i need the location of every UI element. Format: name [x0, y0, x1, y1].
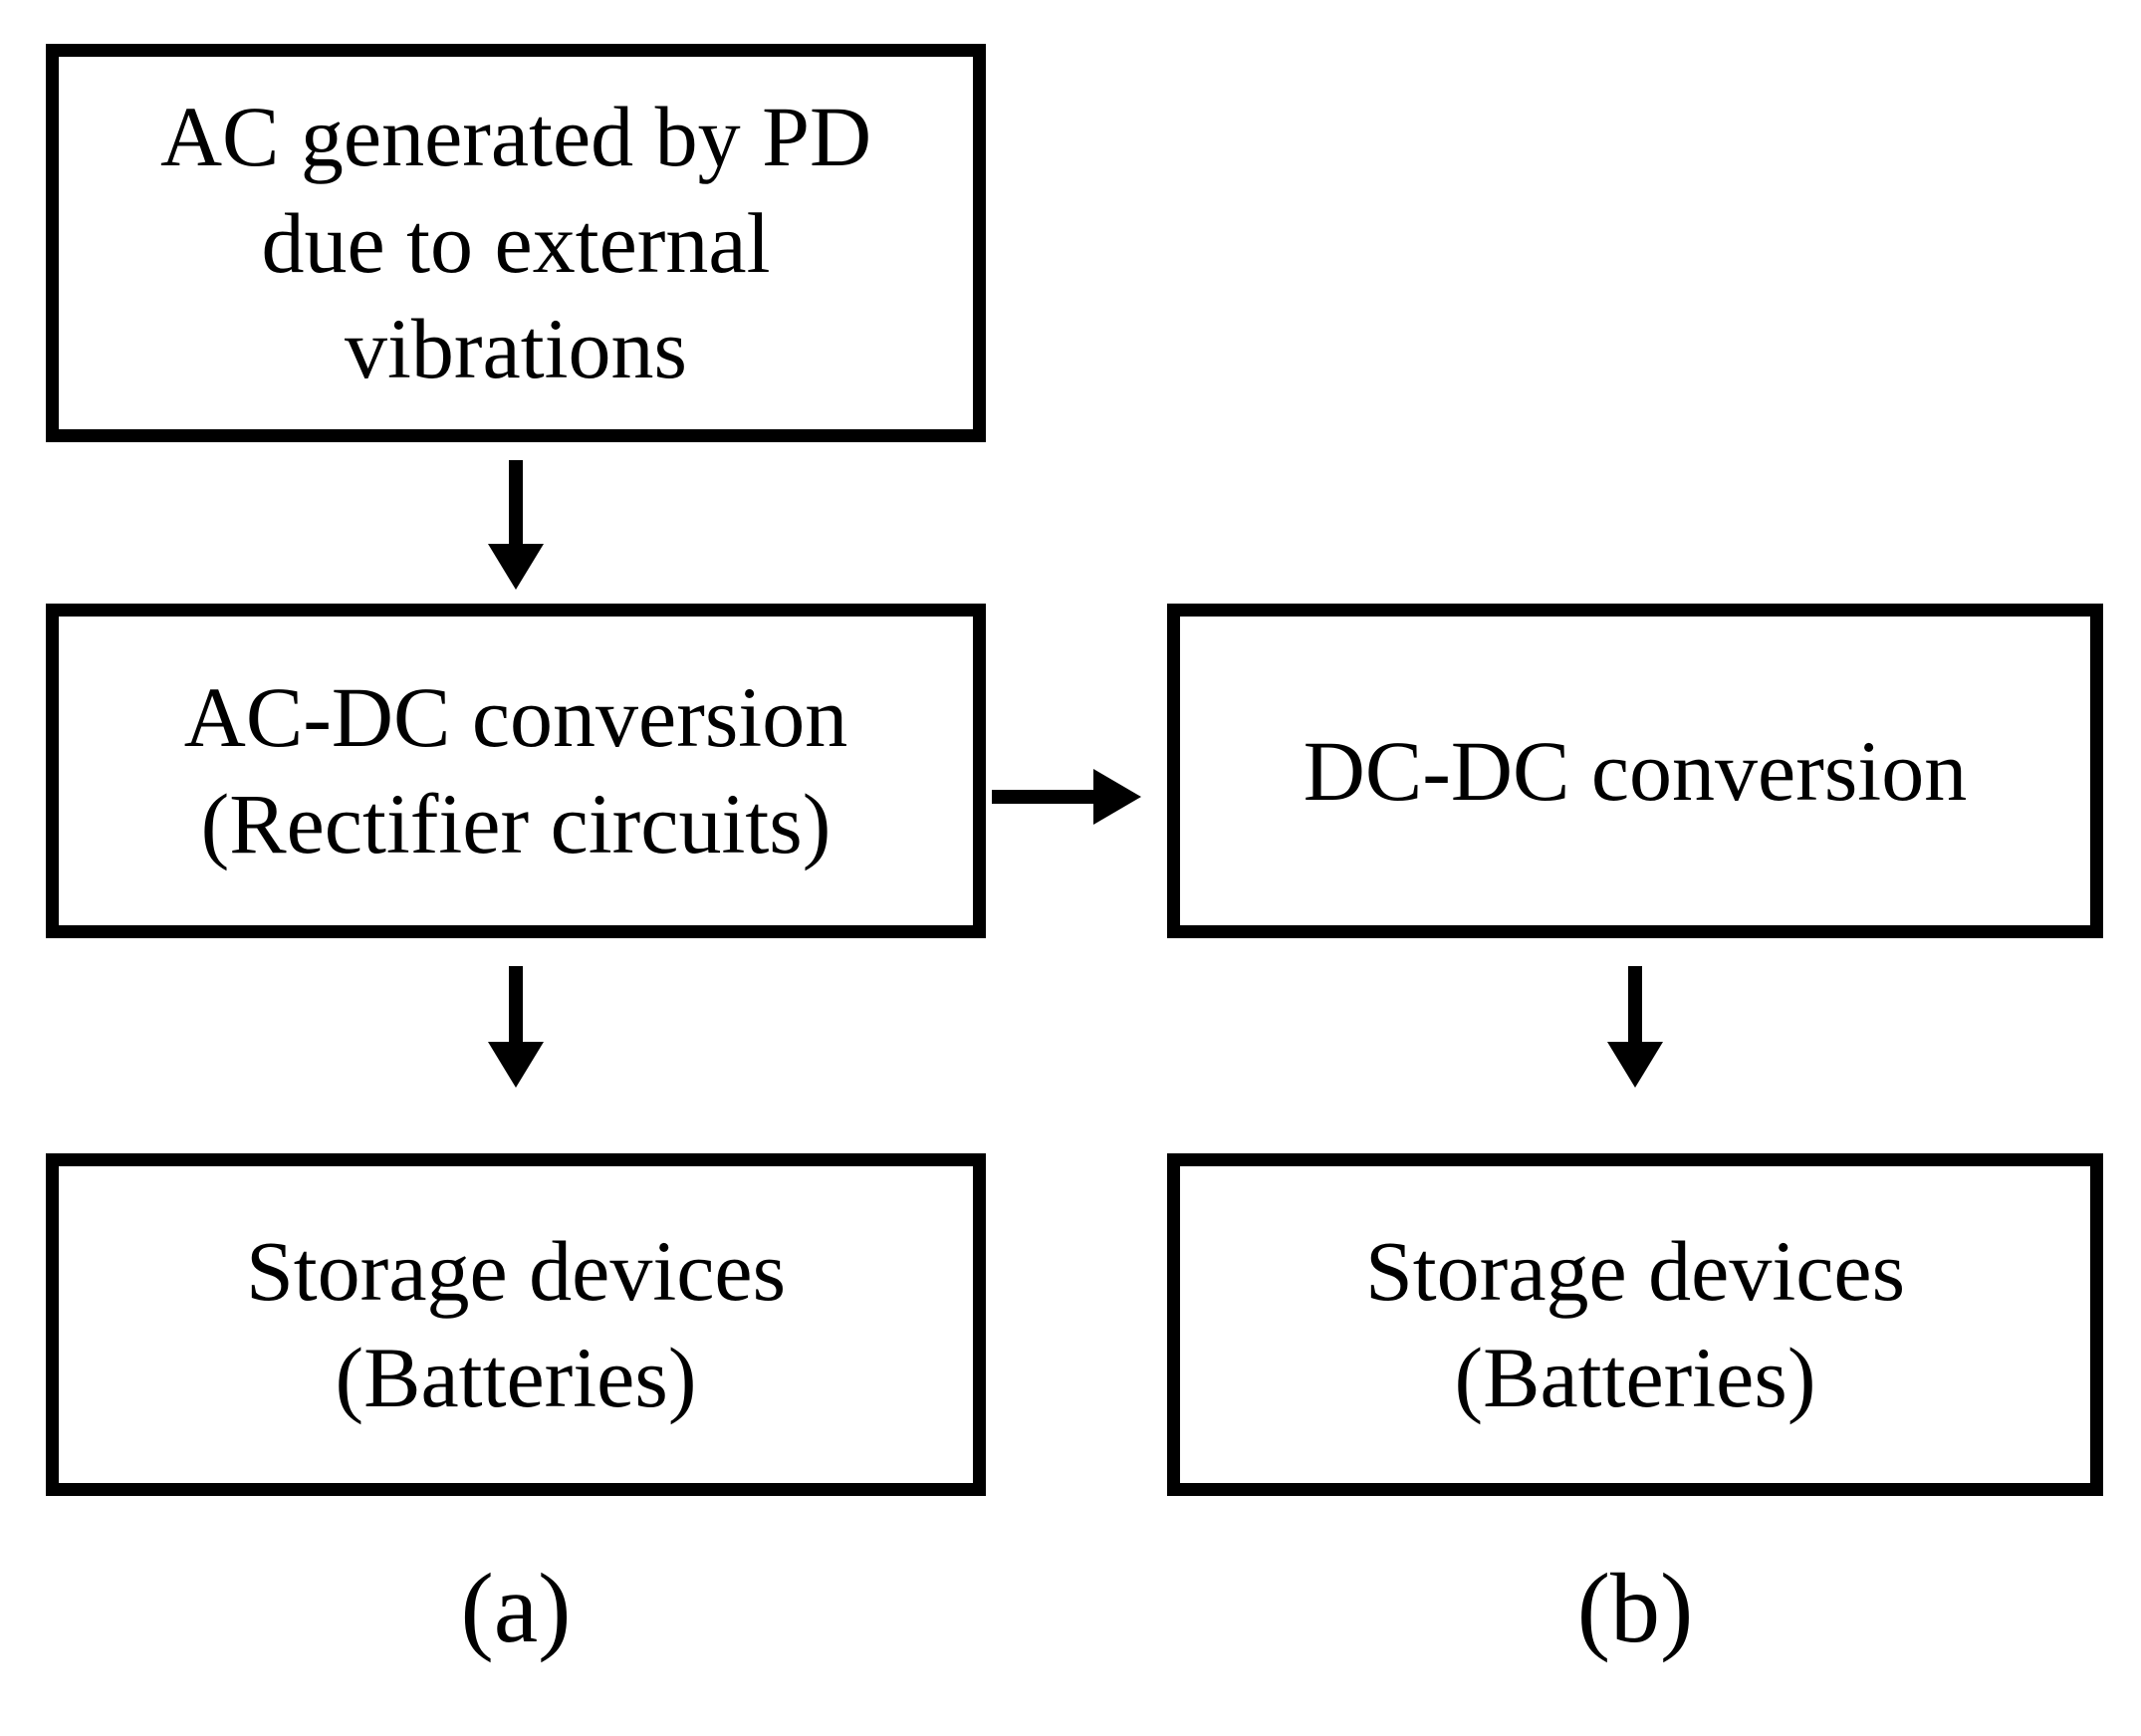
arrow-stem [509, 460, 523, 544]
storage-devices-box-a: Storage devices (Batteries) [46, 1153, 986, 1496]
ac-dc-conversion-box-line: (Rectifier circuits) [200, 776, 832, 871]
arrow-head [488, 544, 544, 590]
down-arrow-icon [488, 966, 544, 1088]
ac-source-box-line: due to external [261, 194, 771, 291]
down-arrow-icon [488, 460, 544, 590]
ac-source-box-line: AC generated by PD [159, 89, 872, 185]
dc-dc-conversion-box-line: DC-DC conversion [1303, 722, 1968, 819]
right-arrow-icon [992, 769, 1141, 825]
ac-dc-conversion-box-line: AC-DC conversion [183, 669, 848, 766]
ac-dc-conversion-box: AC-DC conversion (Rectifier circuits) [46, 604, 986, 938]
arrow-stem [992, 790, 1093, 804]
storage-devices-box-a-line: (Batteries) [335, 1330, 697, 1425]
subfigure-caption-b: (b) [1576, 1553, 1694, 1663]
ac-source-box-line: vibrations [345, 301, 687, 397]
storage-devices-box-b-line: (Batteries) [1454, 1330, 1816, 1425]
arrow-head [1093, 769, 1141, 825]
down-arrow-icon [1607, 966, 1663, 1088]
storage-devices-box-a-line: Storage devices [245, 1223, 787, 1320]
storage-devices-box-b-line: Storage devices [1364, 1223, 1906, 1320]
arrow-head [1607, 1042, 1663, 1088]
storage-devices-box-b: Storage devices (Batteries) [1167, 1153, 2103, 1496]
arrow-head [488, 1042, 544, 1088]
arrow-stem [509, 966, 523, 1042]
arrow-stem [1628, 966, 1642, 1042]
dc-dc-conversion-box: DC-DC conversion [1167, 604, 2103, 938]
ac-source-box: AC generated by PD due to external vibra… [46, 44, 986, 442]
subfigure-caption-a: (a) [460, 1553, 572, 1663]
